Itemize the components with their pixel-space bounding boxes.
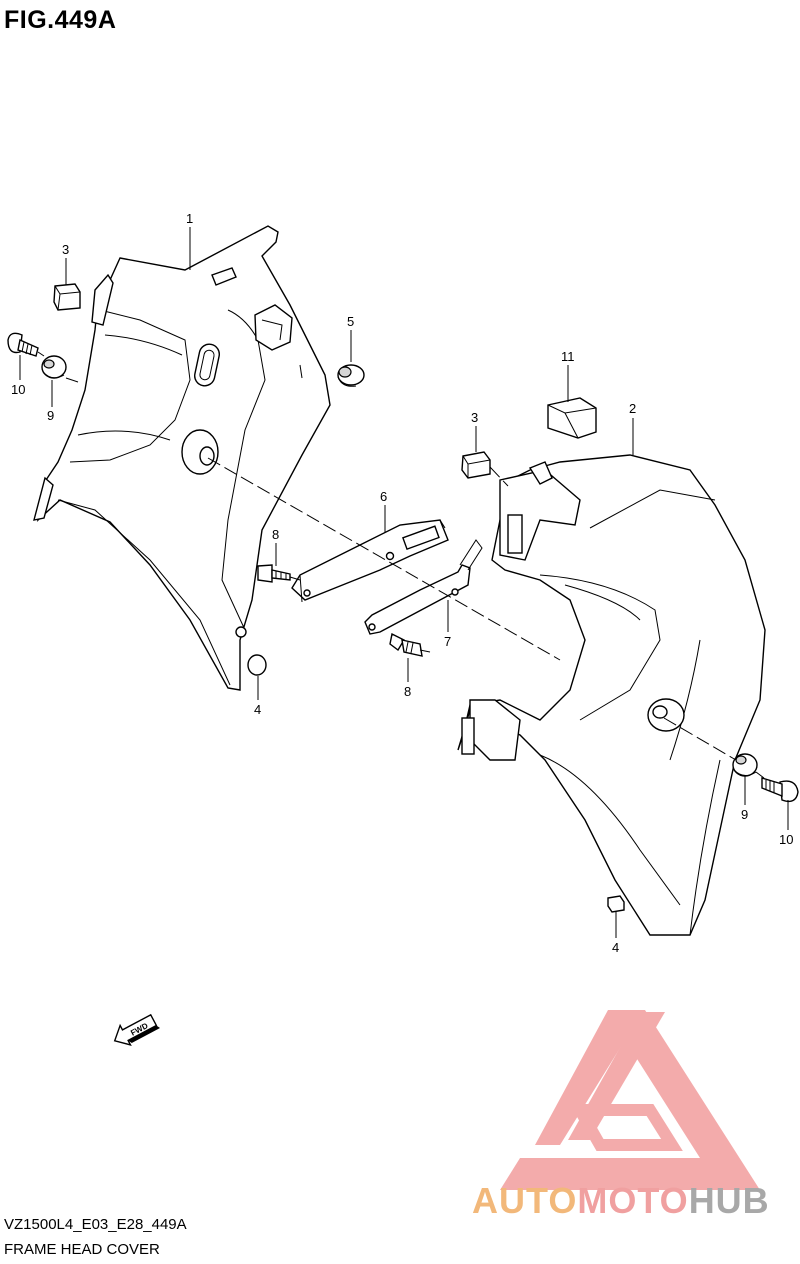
part-label-10-right: 10 — [779, 832, 793, 847]
leader-lines — [19, 227, 789, 938]
part-label-1: 1 — [186, 211, 193, 226]
model-code: VZ1500L4_E03_E28_449A — [4, 1216, 187, 1233]
nut-4-left[interactable] — [247, 654, 267, 676]
part-label-8-lower: 8 — [404, 684, 411, 699]
cushion-3-left[interactable] — [53, 283, 81, 311]
bolt-10-right[interactable] — [761, 777, 799, 803]
part-label-2: 2 — [629, 401, 636, 416]
watermark-moto: MOTO — [577, 1180, 689, 1221]
bolt-8-upper[interactable] — [257, 564, 291, 583]
part-label-6: 6 — [380, 489, 387, 504]
part-label-5: 5 — [347, 314, 354, 329]
fwd-arrow-icon: FWD — [113, 1013, 161, 1046]
cushion-3-right[interactable] — [461, 451, 491, 479]
nut-4-right[interactable] — [607, 895, 625, 913]
grommet-5[interactable] — [337, 364, 365, 387]
part-label-4-left: 4 — [254, 702, 261, 717]
part-label-11: 11 — [561, 349, 575, 364]
part-label-4-right: 4 — [612, 940, 619, 955]
part-label-10-left: 10 — [11, 382, 25, 397]
part-label-3-right: 3 — [471, 410, 478, 425]
figure-name: FRAME HEAD COVER — [4, 1241, 160, 1258]
right-frame-head-cover[interactable] — [457, 454, 766, 936]
automotohub-watermark: AUTOMOTOHUB — [472, 1180, 770, 1222]
assembly-lines — [37, 351, 765, 779]
figure-title: FIG.449A — [4, 6, 117, 34]
grommet-9-right[interactable] — [732, 753, 758, 777]
watermark-hub: HUB — [688, 1180, 770, 1221]
watermark-auto: AUTO — [472, 1180, 578, 1221]
part-label-3-left: 3 — [62, 242, 69, 257]
automotohub-logo-icon — [500, 1010, 760, 1190]
bracket-6[interactable] — [291, 519, 449, 603]
part-number-labels: 1 3 5 10 9 11 2 3 6 8 7 8 4 9 10 4 — [11, 211, 793, 955]
grommet-9-left[interactable] — [41, 355, 67, 379]
part-label-9-right: 9 — [741, 807, 748, 822]
bracket-7[interactable] — [364, 539, 483, 635]
part-label-8-upper: 8 — [272, 527, 279, 542]
left-frame-head-cover[interactable] — [33, 225, 331, 691]
bolt-10-left[interactable] — [7, 332, 39, 357]
part-label-9-left: 9 — [47, 408, 54, 423]
part-label-7: 7 — [444, 634, 451, 649]
bolt-8-lower[interactable] — [389, 632, 423, 657]
pad-11[interactable] — [547, 397, 597, 439]
